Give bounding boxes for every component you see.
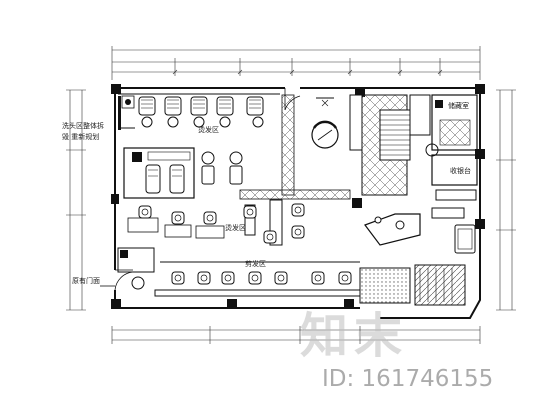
cutting-area bbox=[117, 247, 361, 297]
center-area bbox=[127, 199, 305, 246]
dimension-right bbox=[496, 89, 516, 311]
dimension-left bbox=[66, 89, 86, 311]
dimension-top bbox=[111, 46, 481, 80]
dimension-bottom bbox=[111, 326, 481, 344]
watermark-logo: 知末 bbox=[300, 308, 409, 364]
side-note-line1: 洗头区整体拆 bbox=[62, 121, 104, 130]
stair-block bbox=[361, 94, 478, 201]
room-label-center: 烫发区 bbox=[225, 223, 246, 232]
lower-stair bbox=[359, 264, 466, 306]
waiting-sofa bbox=[311, 94, 363, 151]
glass-partition bbox=[239, 94, 351, 200]
room-label-right: 收银台 bbox=[450, 166, 471, 175]
perm-area bbox=[123, 147, 243, 199]
outer-walls bbox=[111, 84, 485, 319]
side-note-line2: 毁 重新规划 bbox=[62, 132, 99, 141]
reception-desk bbox=[352, 198, 476, 254]
wash-area bbox=[118, 93, 280, 130]
room-label-bottom: 剪发区 bbox=[245, 259, 266, 268]
watermark-id: ID: 161746155 bbox=[322, 366, 494, 392]
doors bbox=[114, 88, 301, 291]
entrance-label: 原有门面 bbox=[72, 276, 100, 285]
room-label-top: 烫发区 bbox=[198, 125, 219, 134]
room-label-stair: 储藏室 bbox=[448, 101, 469, 110]
